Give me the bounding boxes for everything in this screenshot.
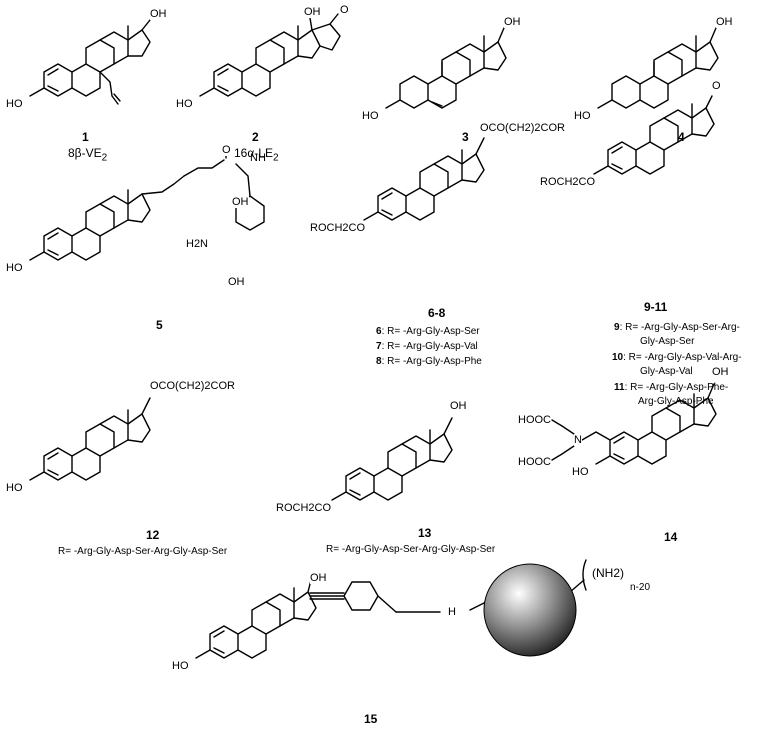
- atom-label-o: O: [222, 144, 231, 156]
- atom-label-ho: HO: [172, 660, 189, 672]
- atom-label-o: O: [712, 80, 721, 92]
- amine-count: n-20: [630, 582, 651, 593]
- atom-label-oh: OH: [310, 572, 327, 584]
- atom-label-oh: OH: [716, 16, 733, 28]
- compound-1-caption: 8β-VE2: [68, 146, 108, 164]
- compound-number-2: 2: [252, 130, 259, 144]
- compound-2-caption: 16α-LE2: [234, 146, 279, 164]
- compound-number-1: 1: [82, 130, 89, 144]
- compound-number-6-8: 6-8: [428, 306, 446, 320]
- variant-8: 8: R= -Arg-Gly-Asp-Phe: [376, 356, 482, 367]
- variant-6: 6: R= -Arg-Gly-Asp-Ser: [376, 326, 480, 337]
- compound-15-structure: [195, 559, 587, 659]
- r-definition-12: R= -Arg-Gly-Asp-Ser-Arg-Gly-Asp-Ser: [58, 546, 228, 557]
- rch2o-group: ROCH2CO: [310, 222, 366, 234]
- compound-1-structure: [29, 19, 151, 105]
- compound-13-structure: [331, 417, 453, 501]
- atom-label-ho: HO: [176, 98, 193, 110]
- atom-label-oh: OH: [504, 16, 521, 28]
- compound-5-structure: [29, 149, 265, 261]
- bead: [483, 563, 577, 657]
- compound-number-13: 13: [418, 526, 432, 540]
- variant-11-cont: Arg-Gly-Asp-Phe: [638, 396, 714, 407]
- variant-7: 7: R= -Arg-Gly-Asp-Val: [376, 341, 478, 352]
- variant-10: 10: R= -Arg-Gly-Asp-Val-Arg-: [612, 352, 742, 363]
- rch2o-group: ROCH2CO: [540, 176, 596, 188]
- atom-label-ho: HO: [574, 110, 591, 122]
- amine-groups: (NH2): [592, 566, 624, 580]
- compound-3-structure: [385, 27, 507, 109]
- r-definition-13: R= -Arg-Gly-Asp-Ser-Arg-Gly-Asp-Ser: [326, 544, 496, 555]
- atom-label-hooc: HOOC: [518, 456, 551, 468]
- atom-label-ho: HO: [362, 110, 379, 122]
- compound-number-15: 15: [364, 712, 378, 726]
- atom-label-oh: OH: [228, 276, 245, 288]
- compound-6-8-structure: [363, 137, 485, 221]
- compound-number-14: 14: [664, 530, 678, 544]
- atom-label-n: N: [574, 434, 582, 446]
- compound-4-structure: [597, 27, 719, 109]
- compound-9-11-structure: [593, 95, 715, 175]
- atom-label-nh: NH: [250, 152, 266, 164]
- compound-number-5: 5: [156, 318, 163, 332]
- compound-14-structure: [551, 383, 717, 465]
- variant-10-cont: Gly-Asp-Val: [640, 366, 693, 377]
- atom-label-h2n: H2N: [186, 238, 209, 250]
- atom-label-oh: OH: [150, 8, 167, 20]
- atom-label-ho: HO: [6, 262, 23, 274]
- atom-label-ho: HO: [6, 98, 23, 110]
- compound-12-structure: [29, 397, 151, 481]
- atom-label-oh: OH: [450, 400, 467, 412]
- ester-group-6-8: OCO(CH2)2COR: [480, 122, 565, 134]
- variant-11: 11: R= -Arg-Gly-Asp-Phe-: [614, 382, 729, 393]
- variant-9-cont: Gly-Asp-Ser: [640, 336, 695, 347]
- rch2o-group: ROCH2CO: [276, 502, 332, 514]
- atom-label-o: O: [340, 4, 349, 16]
- compound-number-3: 3: [462, 130, 469, 144]
- variant-9: 9: R= -Arg-Gly-Asp-Ser-Arg-: [614, 322, 740, 333]
- compound-number-9-11: 9-11: [644, 300, 668, 314]
- compound-number-12: 12: [146, 528, 160, 542]
- atom-label-h: H: [448, 606, 456, 618]
- atom-label-ho: HO: [572, 466, 589, 478]
- compound-2-structure: [199, 13, 341, 97]
- atom-label-oh: OH: [304, 6, 321, 18]
- atom-label-oh: OH: [712, 366, 729, 378]
- compound-number-4: 4: [678, 130, 685, 144]
- atom-label-oh: OH: [232, 196, 249, 208]
- atom-label-ho: HO: [6, 482, 23, 494]
- atom-label-hooc: HOOC: [518, 414, 551, 426]
- ester-group-12: OCO(CH2)2COR: [150, 380, 235, 392]
